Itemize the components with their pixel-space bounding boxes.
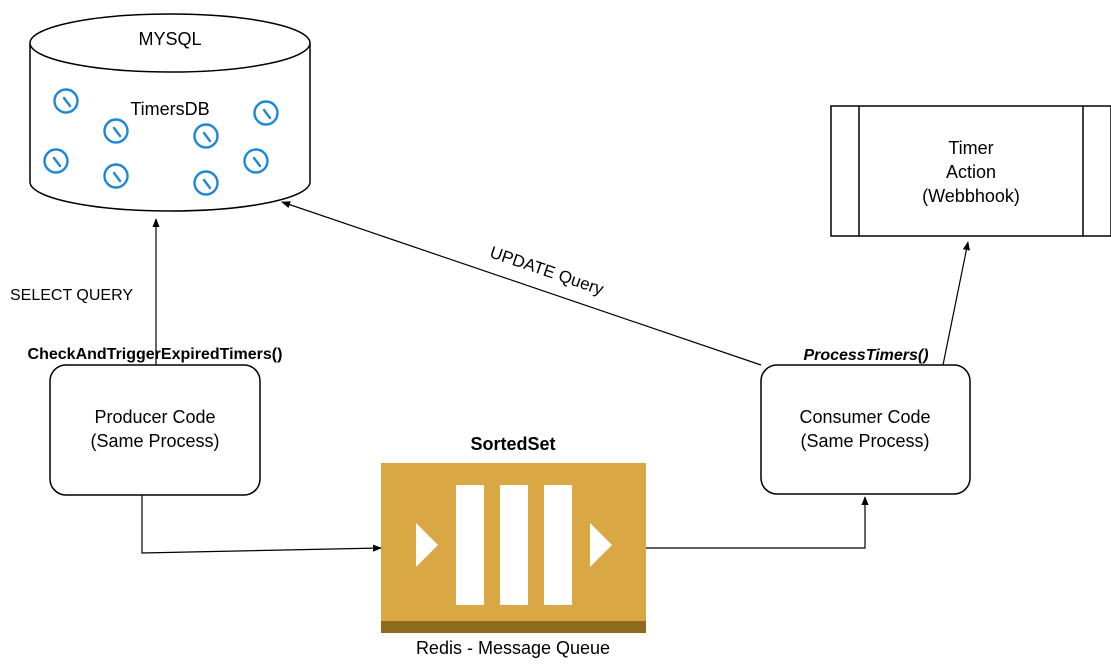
timer-action-label-line-1: Timer [948,138,993,158]
database-cylinder: MYSQL TimersDB [29,13,311,212]
update-query-label: UPDATE Query [488,243,607,299]
timer-action-box: Timer Action (Webbhook) [830,105,1111,237]
queue-caption: Redis - Message Queue [416,638,610,658]
select-query-label: SELECT QUERY [10,287,133,304]
producer-function-label: CheckAndTriggerExpiredTimers() [28,346,283,363]
queue-to-consumer-arrow [646,496,869,549]
producer-to-queue-arrow [141,495,382,554]
update-query-arrow [281,201,762,366]
consumer-function-label: ProcessTimers() [803,347,928,364]
message-queue-icon [381,463,646,633]
consumer-label-line-1: Consumer Code [799,407,930,427]
timer-action-label-line-2: Action [946,162,996,182]
database-engine-label: MYSQL [138,29,201,49]
database-body [29,43,311,212]
timer-action-label-line-3: (Webbhook) [922,186,1020,206]
producer-label-line-1: Producer Code [94,407,215,427]
consumer-label-line-2: (Same Process) [800,431,929,451]
database-name-label: TimersDB [130,99,209,119]
producer-label-line-2: (Same Process) [90,431,219,451]
consumer-box: Consumer Code (Same Process) [760,364,971,495]
producer-box: Producer Code (Same Process) [49,364,261,496]
queue-title: SortedSet [470,434,555,454]
webhook-arrow [942,241,970,366]
database-top [29,13,311,73]
